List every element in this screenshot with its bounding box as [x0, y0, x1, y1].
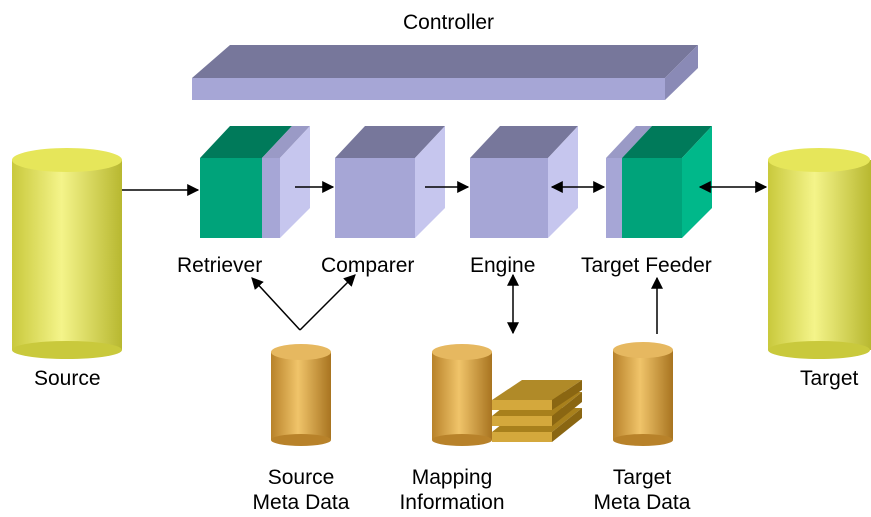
arrow-meta-to-retriever [251, 277, 301, 331]
comparer-cube [335, 126, 445, 238]
target-meta-data-line2: Meta Data [593, 491, 691, 514]
arrow-meta-to-comparer [299, 274, 356, 331]
source-meta-data-label: Source Meta Data [231, 465, 371, 515]
mapping-information-label: Mapping Information [392, 465, 532, 515]
comparer-label: Comparer [321, 254, 415, 277]
engine-label: Engine [470, 254, 536, 277]
source-label: Source [34, 367, 101, 390]
mapping-information-line2: Information [399, 491, 505, 514]
target-label: Target [800, 367, 859, 390]
mapping-information-line1: Mapping [411, 466, 493, 489]
target-feeder-cube [606, 126, 712, 238]
mapping-information-database [432, 344, 492, 446]
retriever-cube [200, 126, 310, 238]
source-meta-data-database [271, 344, 331, 446]
controller-label: Controller [403, 11, 495, 34]
target-meta-data-line1: Target [612, 466, 672, 489]
controller-bar [192, 45, 698, 100]
mapping-sheets-stack [492, 380, 582, 442]
retriever-label: Retriever [177, 254, 263, 277]
target-meta-data-database [613, 342, 673, 446]
source-meta-data-line1: Source [267, 466, 335, 489]
target-feeder-label: Target Feeder [581, 254, 712, 277]
target-database [768, 148, 871, 359]
source-database [12, 148, 122, 359]
source-meta-data-line2: Meta Data [252, 491, 350, 514]
target-meta-data-label: Target Meta Data [572, 465, 712, 515]
engine-cube [470, 126, 578, 238]
